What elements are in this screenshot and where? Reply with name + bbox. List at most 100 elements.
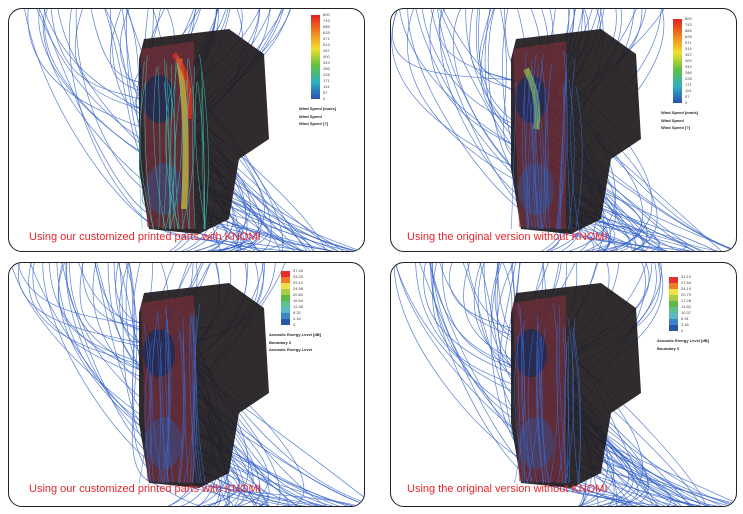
legend-tick: 571 (685, 40, 692, 45)
legend-title: Acoustic Energy Level [dB] (269, 332, 322, 337)
legend-tick: 4.16 (293, 316, 301, 321)
inner-streamline (520, 308, 526, 484)
inner-streamline (181, 58, 195, 230)
legend-tick: 13.82 (681, 304, 692, 309)
inner-streamline (564, 315, 575, 484)
inner-streamline (535, 322, 544, 484)
panel-caption: Using the original version without KNOMI (407, 231, 608, 243)
legend-tick: 16.64 (293, 298, 304, 303)
inner-streamline (174, 61, 180, 230)
inner-streamline (527, 333, 538, 484)
inner-streamline (156, 338, 161, 484)
inner-streamline (527, 75, 539, 230)
inner-streamline (162, 58, 168, 230)
legend-tick: 20.73 (681, 292, 692, 297)
inner-streamline (528, 64, 539, 230)
inner-streamline (182, 79, 188, 230)
inner-streamline (549, 303, 559, 484)
legend-colorbar (673, 19, 682, 103)
legend-tick: 27.64 (681, 280, 692, 285)
legend-tick: 686 (685, 28, 692, 33)
legend-tick: 800 (323, 12, 330, 17)
inner-streamline (195, 316, 206, 484)
inner-streamline (170, 63, 179, 230)
inner-streamline (189, 313, 198, 484)
inner-streamline (533, 81, 543, 230)
inner-streamline (525, 59, 533, 230)
inner-streamline (138, 336, 151, 484)
inner-streamline (163, 320, 170, 484)
inner-streamline (139, 80, 154, 230)
inner-streamline (177, 330, 185, 484)
legend-tick: 33.29 (293, 274, 304, 279)
inner-streamline (197, 81, 205, 230)
cfd-render (10, 263, 364, 506)
fan (515, 329, 547, 377)
streamline (407, 9, 560, 251)
inner-streamline (568, 79, 575, 230)
inner-streamline (555, 51, 568, 230)
legend-tick: 17.28 (681, 298, 692, 303)
legend-tick: 400 (323, 54, 330, 59)
inner-streamline (184, 87, 192, 230)
inner-streamline (522, 79, 529, 230)
legend-tick: 171 (685, 82, 692, 87)
legend-tick: 24.96 (293, 286, 304, 291)
inner-streamline (201, 71, 206, 230)
inner-streamline (511, 81, 518, 230)
inner-streamline (536, 314, 544, 484)
inner-streamline (190, 315, 198, 484)
inner-streamline (166, 63, 171, 230)
streamline (393, 263, 643, 506)
flow-highlight (176, 58, 189, 210)
inner-streamline (169, 56, 183, 230)
legend-tick: 24.19 (681, 286, 692, 291)
inner-streamline (178, 333, 186, 484)
inner-streamline (193, 309, 202, 484)
legend-tick: 171 (323, 78, 330, 83)
inner-streamline (144, 324, 152, 484)
inner-streamline (540, 59, 549, 230)
legend-tick: 743 (685, 22, 692, 27)
legend-tick: 114 (323, 84, 330, 89)
legend-tick: 0 (681, 328, 684, 333)
legend-title: Acoustic Energy Level [dB] (657, 338, 710, 343)
inner-streamline (558, 306, 569, 484)
inner-streamline (556, 68, 568, 230)
legend-subtitle: Acoustic Energy Level (269, 347, 312, 352)
panel-caption: Using our customized printed parts with … (29, 231, 261, 243)
inner-streamline (570, 58, 580, 230)
inner-streamline (514, 331, 528, 484)
legend-colorbar (281, 271, 290, 325)
inner-streamline (165, 307, 174, 484)
inner-streamline (157, 65, 161, 230)
inner-streamline (572, 327, 582, 484)
legend-subtitle: Boundary 3 (657, 346, 680, 351)
inner-streamline (195, 81, 206, 230)
panel-caption: Using the original version without KNOMI (407, 483, 608, 495)
legend-tick: 286 (323, 66, 330, 71)
legend-tick: 228 (323, 72, 330, 77)
legend-tick: 743 (323, 18, 330, 23)
inner-streamline (540, 328, 550, 484)
legend-tick: 571 (323, 36, 330, 41)
inner-streamline (566, 335, 569, 484)
inner-streamline (572, 332, 581, 484)
inner-streamline (150, 330, 156, 484)
inner-streamline (144, 340, 153, 484)
inner-streamline (544, 88, 551, 230)
legend-subtitle: Boundary 3 (269, 340, 292, 345)
inner-streamline (556, 323, 564, 484)
cfd-render (391, 9, 736, 251)
inner-streamline (535, 54, 544, 230)
legend-tick: 514 (323, 42, 330, 47)
inner-streamline (182, 317, 189, 484)
inner-streamline (189, 322, 194, 484)
legend-colorbar (669, 277, 678, 331)
inner-streamline (151, 313, 164, 484)
legend-subtitle: Wind Speed [?] (661, 125, 691, 130)
inner-streamline (559, 71, 567, 230)
